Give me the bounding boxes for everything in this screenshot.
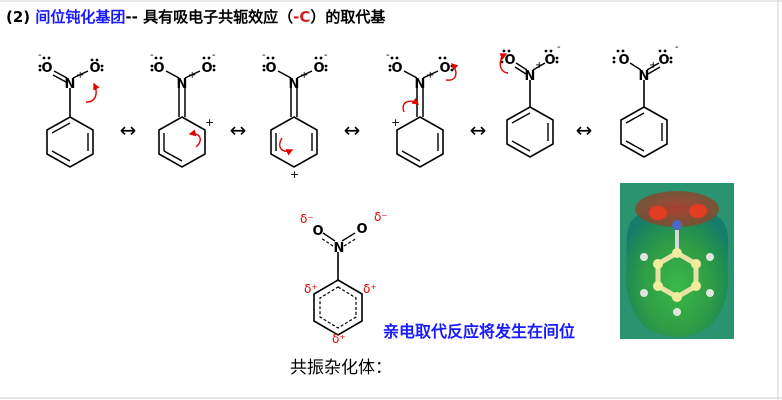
- section-number: (2): [6, 8, 31, 26]
- title-desc-post: ）的取代基: [310, 8, 386, 26]
- charge-plus: +: [76, 70, 84, 81]
- atom-o: O: [391, 61, 402, 76]
- charge-minus: -: [557, 42, 561, 53]
- atom-o: O: [356, 222, 367, 237]
- atom-n: N: [639, 69, 650, 84]
- resonance-arrow: ↔: [230, 118, 247, 142]
- atom-n: N: [415, 77, 426, 92]
- atom-o: O: [265, 61, 276, 76]
- resonance-arrow: ↔: [470, 118, 487, 142]
- title-desc-pre: 具有吸电子共轭效应（: [143, 8, 294, 26]
- atom-n: N: [65, 77, 76, 92]
- resonance-arrow: ↔: [576, 118, 593, 142]
- delta-plus-para: δ⁺: [332, 332, 346, 345]
- charge-plus: +: [391, 116, 400, 129]
- charge-minus: -: [262, 50, 266, 61]
- atom-n: N: [289, 77, 300, 92]
- charge-minus: -: [324, 50, 328, 61]
- resonance-structure-5: N + O O -: [499, 42, 561, 158]
- charge-plus: +: [290, 168, 299, 181]
- resonance-structures: N + O O - ↔ N + O O - - + ↔: [38, 42, 679, 181]
- delta-minus-right: δ⁻: [374, 210, 388, 224]
- atom-o: O: [41, 61, 52, 76]
- atom-o: O: [313, 61, 324, 76]
- charge-minus: -: [675, 42, 679, 53]
- charge-plus: +: [300, 70, 308, 81]
- charge-plus: +: [188, 70, 196, 81]
- resonance-structure-6: N + O O -: [612, 42, 679, 158]
- atom-o: O: [658, 53, 669, 68]
- charge-minus: -: [38, 50, 42, 61]
- atom-n: N: [334, 241, 345, 256]
- resonance-arrow: ↔: [344, 118, 361, 142]
- atom-o: O: [439, 61, 450, 76]
- atom-o: O: [544, 53, 555, 68]
- atom-o: O: [504, 53, 515, 68]
- charge-plus: +: [649, 60, 657, 71]
- atom-o: O: [89, 61, 100, 76]
- electrostatic-potential-map: [620, 183, 734, 339]
- resonance-structure-3: N + O O - - +: [262, 50, 328, 181]
- effect-label: -C: [293, 8, 311, 26]
- resonance-hybrid-label: 共振杂化体：: [290, 358, 392, 378]
- resonance-structure-1: N + O O -: [38, 50, 104, 168]
- charge-minus: -: [150, 50, 154, 61]
- section-title: (2) 间位钝化基团-- 具有吸电子共轭效应（-C）的取代基: [6, 6, 385, 27]
- charge-plus: +: [535, 60, 543, 71]
- atom-o: O: [312, 224, 323, 239]
- atom-n: N: [525, 69, 536, 84]
- resonance-hybrid: N O O δ⁻ δ⁻ δ⁺ δ⁺ δ⁺: [300, 210, 388, 345]
- delta-plus-ortho-left: δ⁺: [304, 282, 318, 296]
- delta-minus-left: δ⁻: [300, 212, 314, 226]
- charge-minus: -: [212, 50, 216, 61]
- atom-o: O: [618, 53, 629, 68]
- atom-n: N: [177, 77, 188, 92]
- title-dashes: --: [125, 8, 138, 26]
- resonance-structure-2: N + O O - - +: [150, 50, 216, 168]
- charge-minus: -: [386, 50, 390, 61]
- charge-plus: +: [205, 116, 214, 129]
- charge-plus: +: [426, 70, 434, 81]
- resonance-structure-4: N + O O - +: [386, 50, 459, 168]
- term-meta-deactivating: 间位钝化基团: [35, 8, 126, 26]
- atom-o: O: [153, 61, 164, 76]
- resonance-arrow: ↔: [120, 118, 137, 142]
- atom-o: O: [201, 61, 212, 76]
- meta-substitution-note: 亲电取代反应将发生在间位: [383, 322, 576, 341]
- delta-plus-ortho-right: δ⁺: [363, 282, 377, 296]
